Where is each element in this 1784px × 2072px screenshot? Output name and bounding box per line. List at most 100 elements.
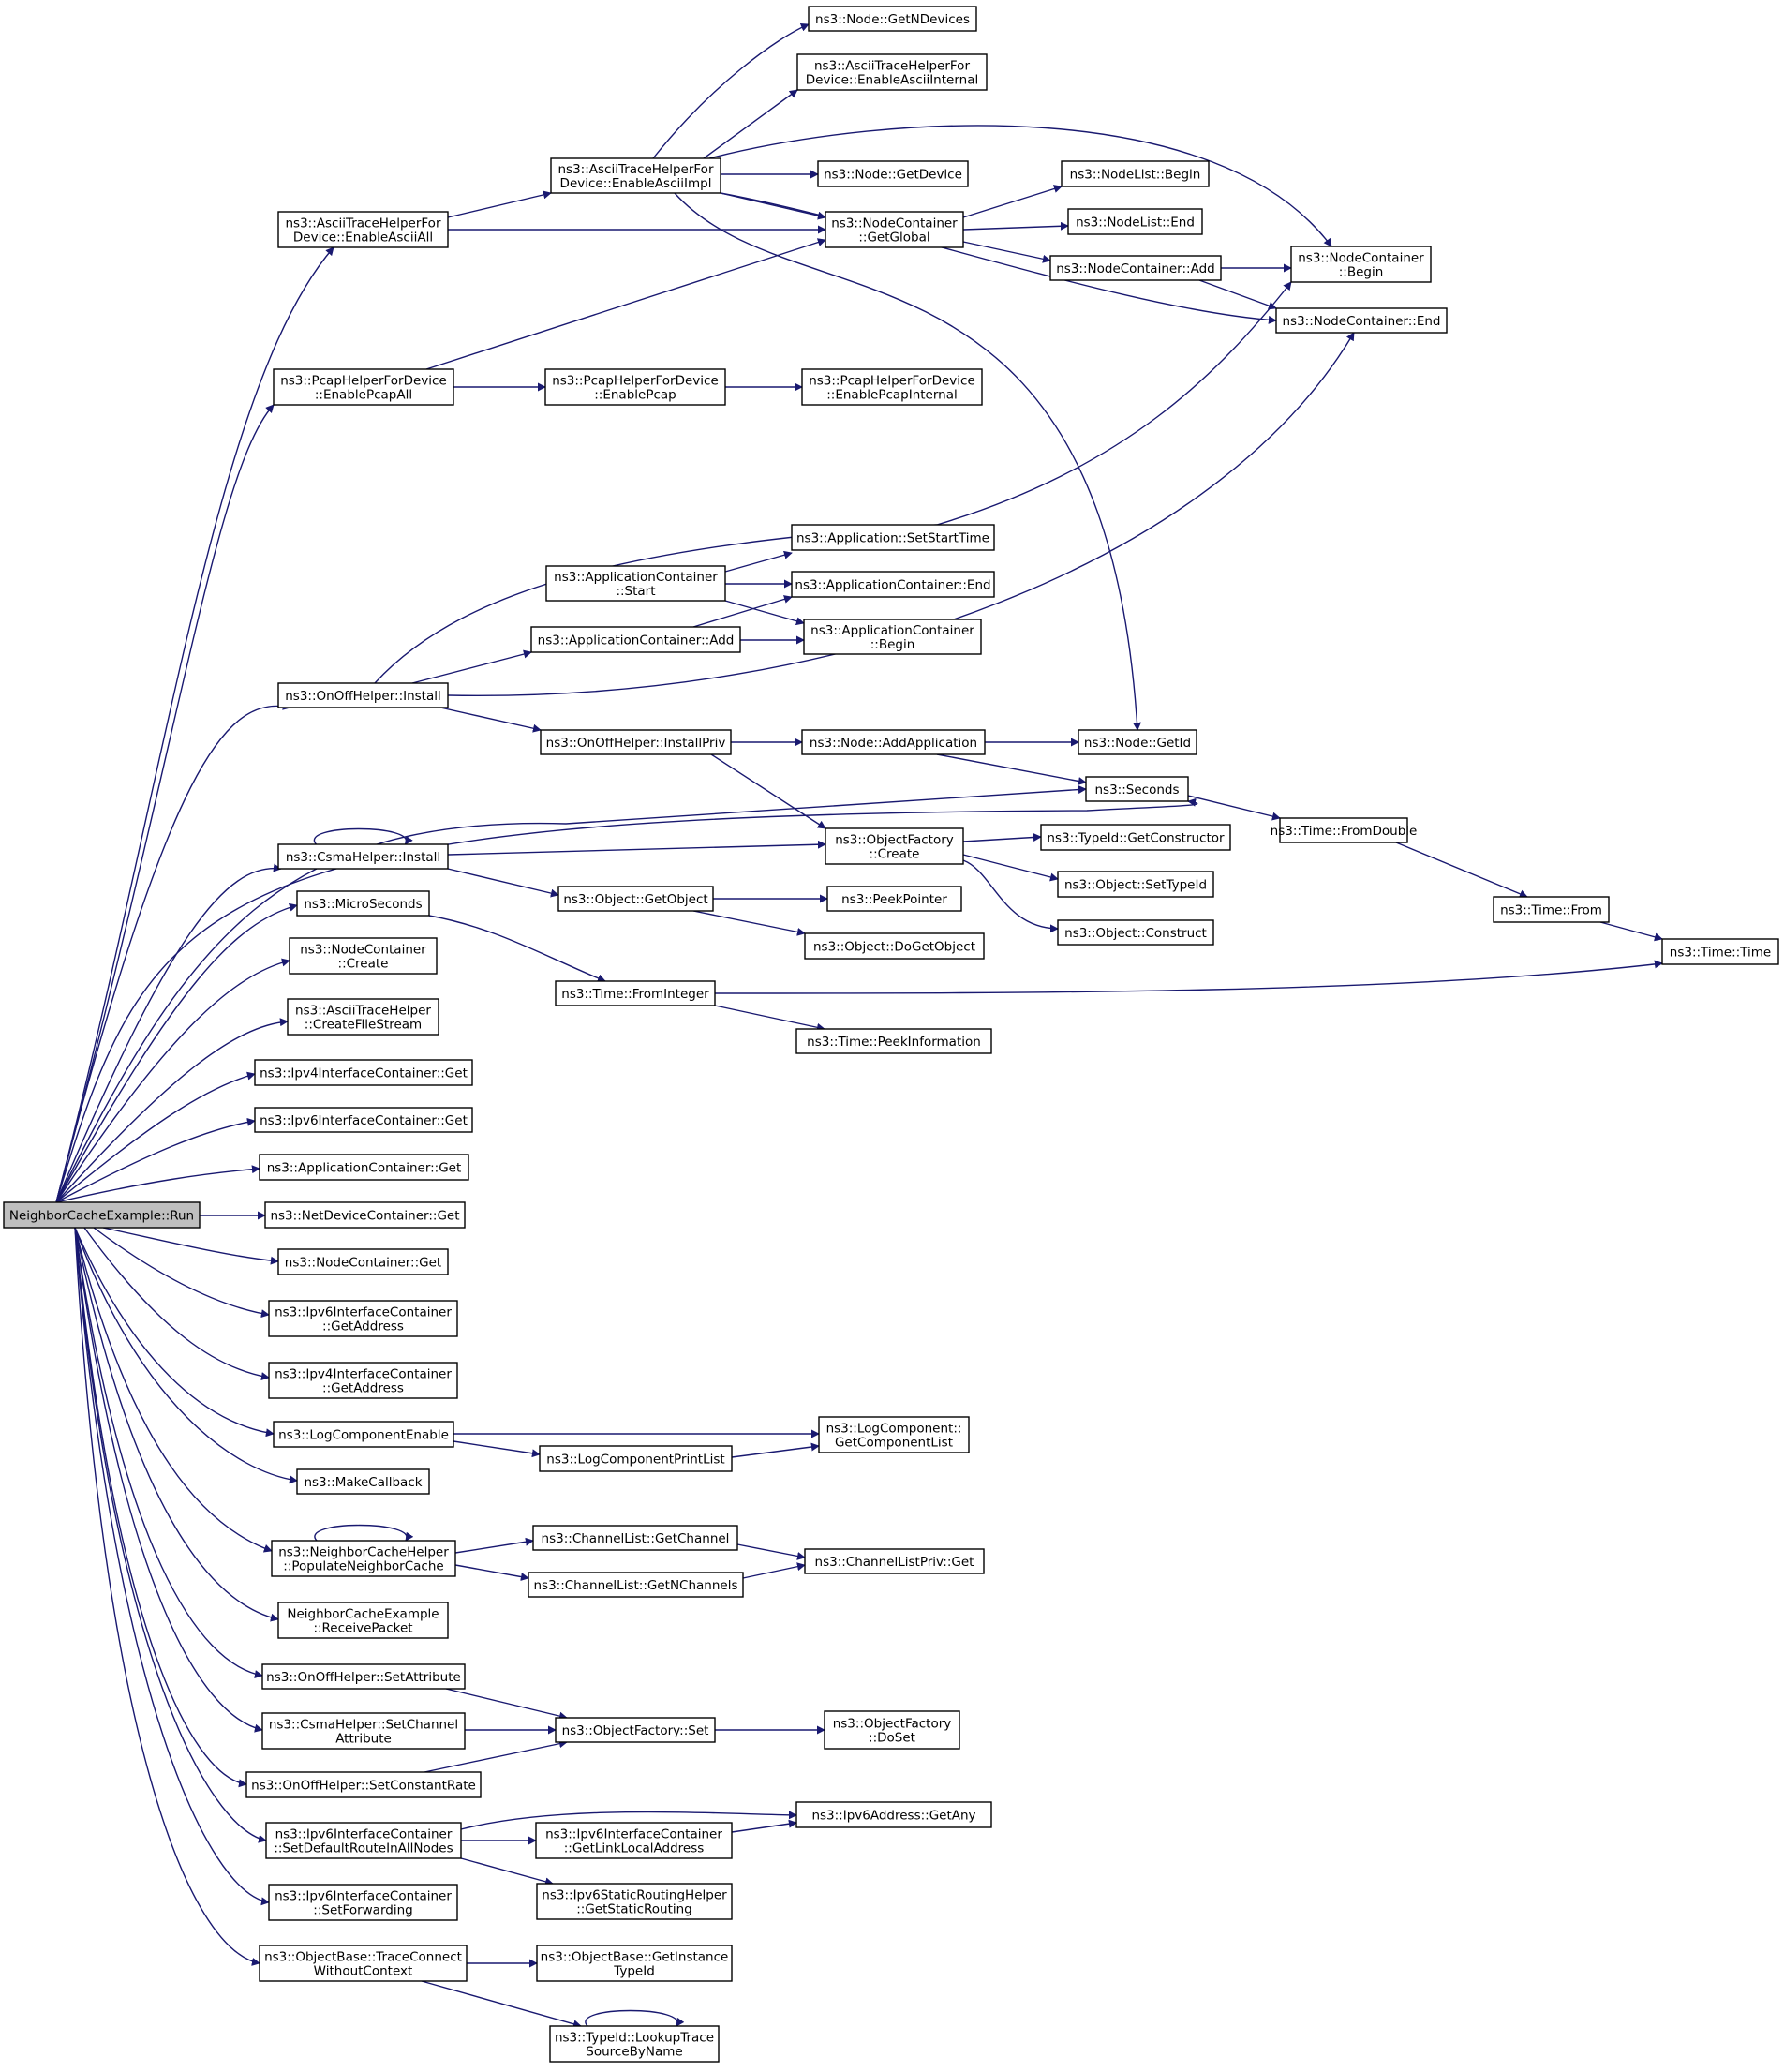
function-node[interactable]: ns3::ObjectFactory::DoSet: [824, 1710, 960, 1750]
function-node[interactable]: ns3::Ipv6InterfaceContainer::GetAddress: [268, 1300, 458, 1337]
call-edge: [447, 840, 826, 856]
function-node[interactable]: ns3::NodeContainer::GetGlobal: [825, 211, 964, 248]
function-node[interactable]: ns3::CsmaHelper::Install: [277, 843, 449, 870]
function-node[interactable]: ns3::Time::FromInteger: [555, 980, 716, 1006]
function-node[interactable]: ns3::NeighborCacheHelper::PopulateNeighb…: [271, 1540, 456, 1577]
function-node[interactable]: ns3::ChannelList::GetNChannels: [528, 1572, 744, 1598]
function-node[interactable]: ns3::ApplicationContainer::Add: [530, 626, 741, 653]
function-node[interactable]: ns3::NodeContainer::Add: [1049, 255, 1222, 281]
function-node[interactable]: ns3::MakeCallback: [296, 1468, 430, 1495]
function-node[interactable]: ns3::AsciiTraceHelper::CreateFileStream: [287, 998, 439, 1036]
function-node[interactable]: ns3::TypeId::GetConstructor: [1040, 824, 1231, 851]
node-box: [1057, 919, 1214, 946]
call-edge: [453, 1440, 541, 1458]
call-edges: [55, 23, 1663, 2029]
function-node[interactable]: ns3::NodeContainer::Create: [289, 937, 438, 975]
node-label: ns3::Ipv6InterfaceContainer: [275, 1889, 452, 1904]
call-edge: [411, 649, 532, 684]
function-node[interactable]: ns3::NetDeviceContainer::Get: [264, 1201, 466, 1229]
function-node[interactable]: ns3::Ipv6StaticRoutingHelper::GetStaticR…: [536, 1883, 733, 1920]
function-node[interactable]: ns3::Object::GetObject: [558, 886, 714, 912]
function-node[interactable]: ns3::NodeList::End: [1067, 208, 1203, 235]
function-node[interactable]: ns3::PeekPointer: [826, 886, 962, 912]
function-node[interactable]: ns3::ApplicationContainer::Start: [545, 565, 726, 602]
node-label: ::Create: [338, 957, 389, 972]
call-edge: [55, 1071, 256, 1203]
function-node[interactable]: ns3::Ipv4InterfaceContainer::GetAddress: [268, 1362, 458, 1399]
function-node[interactable]: NeighborCacheExample::ReceivePacket: [277, 1602, 449, 1639]
function-node[interactable]: ns3::ApplicationContainer::Get: [259, 1154, 469, 1181]
function-node[interactable]: ns3::ApplicationContainer::End: [791, 571, 995, 598]
function-node[interactable]: ns3::OnOffHelper::InstallPriv: [540, 729, 732, 755]
node-label: NeighborCacheExample: [287, 1607, 439, 1622]
function-node[interactable]: ns3::Ipv6InterfaceContainer::GetLinkLoca…: [535, 1822, 733, 1859]
function-node[interactable]: ns3::OnOffHelper::SetConstantRate: [245, 1771, 482, 1798]
function-node[interactable]: ns3::ObjectFactory::Create: [825, 827, 964, 865]
function-node[interactable]: ns3::NodeContainer::End: [1275, 307, 1448, 334]
function-node[interactable]: ns3::PcapHelperForDevice::EnablePcapInte…: [801, 368, 983, 406]
node-label: ::Begin: [1339, 265, 1384, 280]
node-label: ns3::Ipv6Address::GetAny: [811, 1809, 975, 1824]
function-node[interactable]: ns3::LogComponentEnable: [273, 1421, 454, 1448]
function-node[interactable]: ns3::Ipv6InterfaceContainer::Get: [254, 1107, 473, 1133]
function-node[interactable]: ns3::Ipv6InterfaceContainer::SetDefaultR…: [265, 1822, 462, 1859]
function-node[interactable]: ns3::PcapHelperForDevice::EnablePcapAll: [273, 368, 454, 406]
function-node[interactable]: ns3::Time::FromDouble: [1271, 817, 1418, 843]
node-label: ns3::ChannelList::GetNChannels: [533, 1578, 737, 1593]
function-node[interactable]: ns3::Node::GetNDevices: [808, 6, 977, 32]
function-node[interactable]: ns3::Node::AddApplication: [801, 729, 986, 755]
node-box: [1049, 255, 1222, 281]
function-node[interactable]: ns3::Time::From: [1493, 896, 1610, 923]
call-edge: [55, 863, 282, 1203]
function-node[interactable]: ns3::LogComponentPrintList: [539, 1445, 733, 1472]
function-node[interactable]: ns3::NodeContainer::Get: [277, 1248, 449, 1275]
function-node[interactable]: ns3::Ipv6InterfaceContainer::SetForwardi…: [268, 1884, 458, 1921]
function-node[interactable]: ns3::PcapHelperForDevice::EnablePcap: [544, 368, 726, 406]
call-edge: [454, 1537, 534, 1554]
node-label: ns3::MicroSeconds: [304, 897, 422, 912]
function-node[interactable]: ns3::Ipv4InterfaceContainer::Get: [254, 1059, 473, 1086]
call-edge: [447, 332, 1355, 696]
function-node[interactable]: ns3::Ipv6Address::GetAny: [795, 1801, 992, 1828]
function-node[interactable]: ns3::Seconds: [1085, 776, 1189, 802]
function-node[interactable]: ns3::Object::SetTypeId: [1057, 871, 1214, 898]
function-node[interactable]: ns3::ChannelListPriv::Get: [804, 1548, 985, 1574]
function-node[interactable]: ns3::Object::Construct: [1057, 919, 1214, 946]
function-node[interactable]: ns3::ApplicationContainer::Begin: [803, 619, 982, 655]
node-label: ns3::PcapHelperForDevice: [809, 374, 975, 389]
call-edge: [460, 1811, 797, 1830]
function-node[interactable]: ns3::Node::GetDevice: [817, 160, 969, 187]
function-node[interactable]: ns3::AsciiTraceHelperForDevice::EnableAs…: [277, 211, 449, 248]
function-node[interactable]: ns3::OnOffHelper::Install: [277, 682, 449, 708]
function-node[interactable]: ns3::LogComponent::GetComponentList: [818, 1416, 970, 1453]
function-node[interactable]: ns3::Node::GetId: [1078, 729, 1197, 755]
function-node[interactable]: ns3::ChannelList::GetChannel: [532, 1525, 738, 1551]
node-label: ns3::Time::From: [1500, 903, 1602, 918]
node-box: [261, 1712, 466, 1750]
node-label: ns3::CsmaHelper::Install: [286, 850, 440, 865]
function-node[interactable]: ns3::ObjectBase::TraceConnectWithoutCont…: [259, 1945, 468, 1982]
call-edge: [692, 595, 793, 628]
node-label: ns3::TypeId::LookupTrace: [555, 2031, 714, 2046]
node-label: ns3::NodeContainer::Add: [1056, 261, 1214, 276]
function-node[interactable]: ns3::Time::Time: [1661, 938, 1779, 965]
function-node[interactable]: ns3::NodeList::Begin: [1061, 160, 1210, 187]
function-node[interactable]: ns3::OnOffHelper::SetAttribute: [261, 1663, 466, 1690]
function-node[interactable]: ns3::AsciiTraceHelperForDevice::EnableAs…: [796, 53, 988, 91]
call-edge: [428, 915, 606, 983]
function-node[interactable]: ns3::MicroSeconds: [296, 890, 430, 917]
function-node[interactable]: ns3::Object::DoGetObject: [804, 932, 985, 960]
node-label: ns3::Ipv6InterfaceContainer: [275, 1305, 452, 1320]
function-node[interactable]: ns3::Application::SetStartTime: [791, 524, 995, 551]
function-node[interactable]: ns3::ObjectFactory::Set: [555, 1717, 716, 1743]
call-edge: [454, 1564, 529, 1581]
function-node[interactable]: ns3::NodeContainer::Begin: [1290, 246, 1432, 283]
function-node[interactable]: NeighborCacheExample::Run: [3, 1201, 201, 1229]
function-node[interactable]: ns3::Time::PeekInformation: [795, 1028, 992, 1054]
node-box: [825, 211, 964, 248]
node-label: ::ReceivePacket: [313, 1621, 412, 1636]
function-node[interactable]: ns3::AsciiTraceHelperForDevice::EnableAs…: [550, 157, 721, 194]
